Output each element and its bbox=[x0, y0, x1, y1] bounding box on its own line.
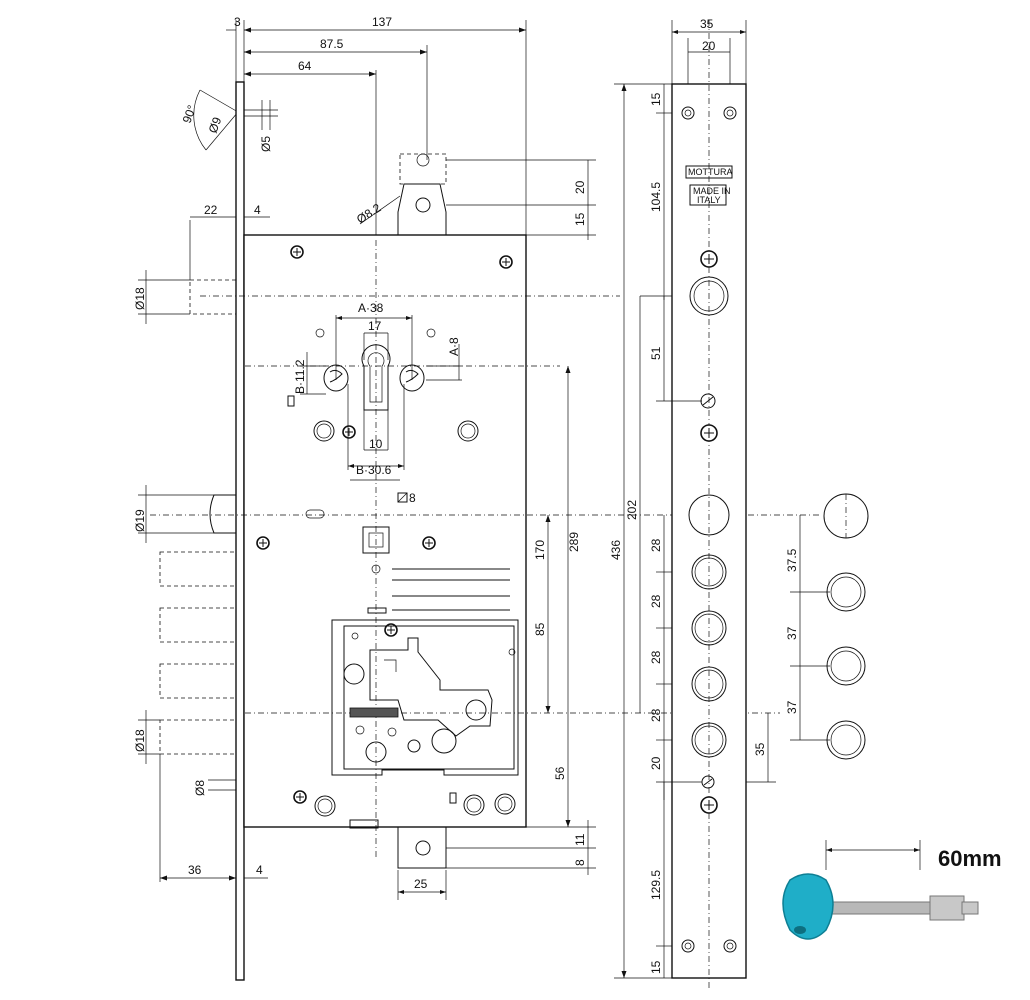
dim-15-body: 15 bbox=[573, 212, 587, 226]
fp-dim-28-b: 28 bbox=[649, 594, 663, 608]
dim-90deg: 90° bbox=[180, 103, 199, 125]
fp-dim-28-c: 28 bbox=[649, 650, 663, 664]
dim-20-top: 20 bbox=[573, 180, 587, 194]
dim-10: 10 bbox=[369, 437, 383, 451]
dim-25: 25 bbox=[414, 877, 428, 891]
faceplate-made-in: MADE IN bbox=[693, 186, 731, 196]
fp-dim-35: 35 bbox=[753, 742, 767, 756]
dim-35: 35 bbox=[700, 17, 714, 31]
fp-dim-15-top: 15 bbox=[649, 92, 663, 106]
dim-85: 85 bbox=[533, 622, 547, 636]
dim-spindle-hole: Ø8.2 bbox=[354, 200, 384, 226]
dim-137: 137 bbox=[372, 15, 392, 29]
fp-dim-129-5: 129.5 bbox=[649, 870, 663, 900]
dim-22: 22 bbox=[204, 203, 218, 217]
dim-dia19: Ø19 bbox=[133, 509, 147, 532]
key-illustration: 60mm bbox=[782, 840, 1002, 940]
dim-3: 3 bbox=[234, 15, 241, 29]
left-bolts: 22 4 Ø18 Ø19 Ø18 Ø8 36 4 bbox=[133, 203, 270, 882]
key-length-label: 60mm bbox=[938, 846, 1002, 871]
dim-dia8: Ø8 bbox=[193, 780, 207, 796]
dim-170: 170 bbox=[533, 540, 547, 560]
dim-dia18-top: Ø18 bbox=[133, 287, 147, 310]
front-faceplate bbox=[235, 81, 245, 981]
dim-dia9: Ø9 bbox=[206, 115, 225, 135]
euro-cylinder-cutout: A·38 17 A·8 B·11.2 10 B·30.6 bbox=[293, 301, 462, 477]
dim-436: 436 bbox=[609, 540, 623, 560]
dim-square-8: 8 bbox=[409, 491, 416, 505]
faceplate-italy: ITALY bbox=[697, 195, 721, 205]
dim-dia18-bottom: Ø18 bbox=[133, 729, 147, 752]
bolt-dim-37-a: 37 bbox=[785, 626, 799, 640]
square-follower: 8 bbox=[305, 479, 510, 614]
follower-detail: 90° Ø9 Ø5 bbox=[180, 81, 278, 161]
fp-dim-104-5: 104.5 bbox=[649, 182, 663, 212]
dim-dia5: Ø5 bbox=[259, 136, 273, 152]
dim-20-face: 20 bbox=[702, 39, 716, 53]
dim-b11-2: B·11.2 bbox=[293, 359, 307, 394]
dim-87-5: 87.5 bbox=[320, 37, 344, 51]
right-body-dimensions: 20 15 170 289 85 56 11 8 25 436 bbox=[397, 83, 672, 979]
dim-a8: A·8 bbox=[447, 337, 461, 356]
dim-11: 11 bbox=[573, 833, 587, 846]
bolt-heads-side-view: 37.5 37 37 bbox=[785, 493, 869, 760]
dim-b30-6: B·30.6 bbox=[356, 463, 392, 477]
fp-dim-28-d: 28 bbox=[649, 708, 663, 722]
faceplate-brand: MOTTURA bbox=[688, 167, 733, 177]
body-screws bbox=[256, 245, 516, 817]
dim-4-bottom: 4 bbox=[256, 863, 263, 877]
top-dimensions: 137 3 87.5 64 bbox=[226, 15, 527, 235]
dim-a38: A·38 bbox=[358, 301, 384, 315]
fp-dim-20: 20 bbox=[649, 756, 663, 770]
mechanism-plate bbox=[331, 619, 519, 776]
faceplate-vertical-dimensions: 15 104.5 51 202 28 28 28 28 20 35 129.5 … bbox=[625, 84, 776, 978]
bolt-dim-37-5: 37.5 bbox=[785, 548, 799, 572]
fp-dim-51: 51 bbox=[649, 346, 663, 360]
bolt-dim-37-b: 37 bbox=[785, 700, 799, 714]
faceplate-front-view: 35 20 MOTTURA MADE IN ITALY bbox=[671, 17, 747, 990]
fp-dim-202: 202 bbox=[625, 500, 639, 520]
fp-dim-28-a: 28 bbox=[649, 538, 663, 552]
dim-36: 36 bbox=[188, 863, 202, 877]
dim-17: 17 bbox=[368, 319, 382, 333]
dim-4-top: 4 bbox=[254, 203, 261, 217]
lock-body: Ø8.2 bbox=[243, 153, 527, 869]
dim-64: 64 bbox=[298, 59, 312, 73]
dim-289: 289 bbox=[567, 532, 581, 552]
dim-56: 56 bbox=[553, 766, 567, 780]
fp-dim-15-bottom: 15 bbox=[649, 960, 663, 974]
dim-8-bottom: 8 bbox=[573, 859, 587, 866]
